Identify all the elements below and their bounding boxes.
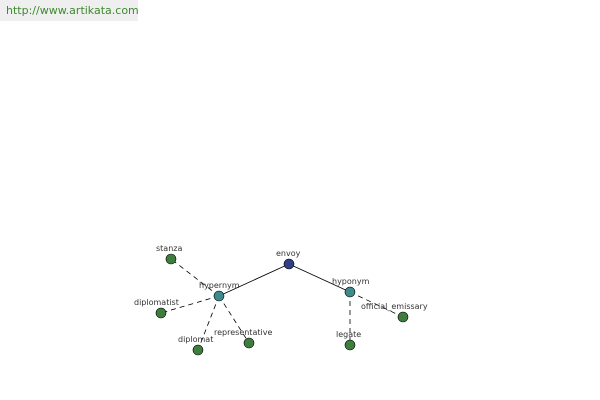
node-official-emissary[interactable] [397, 311, 409, 323]
label-official-emissary: official_emissary [361, 302, 428, 311]
label-diplomat: diplomat [178, 335, 213, 344]
edge-envoy-hyponym [288, 263, 351, 293]
edge-envoy-hypernym [218, 263, 290, 297]
label-representative: representative [214, 328, 272, 337]
edge-hypernym-representative [218, 295, 250, 344]
node-diplomat[interactable] [192, 344, 204, 356]
edge-hypernym-stanza [170, 258, 220, 297]
node-diplomatist[interactable] [155, 307, 167, 319]
node-representative[interactable] [243, 337, 255, 349]
label-diplomatist: diplomatist [134, 298, 179, 307]
label-hypernym: hypernym [199, 281, 240, 290]
label-stanza: stanza [156, 244, 182, 253]
label-hyponym: hyponym [332, 277, 370, 286]
label-envoy: envoy [276, 249, 301, 258]
node-legate[interactable] [344, 339, 356, 351]
node-stanza[interactable] [165, 253, 177, 265]
node-hyponym[interactable] [344, 286, 356, 298]
edge-hypernym-diplomatist [160, 295, 220, 314]
source-url[interactable]: http://www.artikata.com [0, 0, 139, 21]
node-envoy[interactable] [283, 258, 295, 270]
node-hypernym[interactable] [213, 290, 225, 302]
edge-hyponym-official-emissary [349, 291, 404, 318]
label-legate: legate [336, 330, 361, 339]
edge-hypernym-diplomat [197, 295, 220, 351]
